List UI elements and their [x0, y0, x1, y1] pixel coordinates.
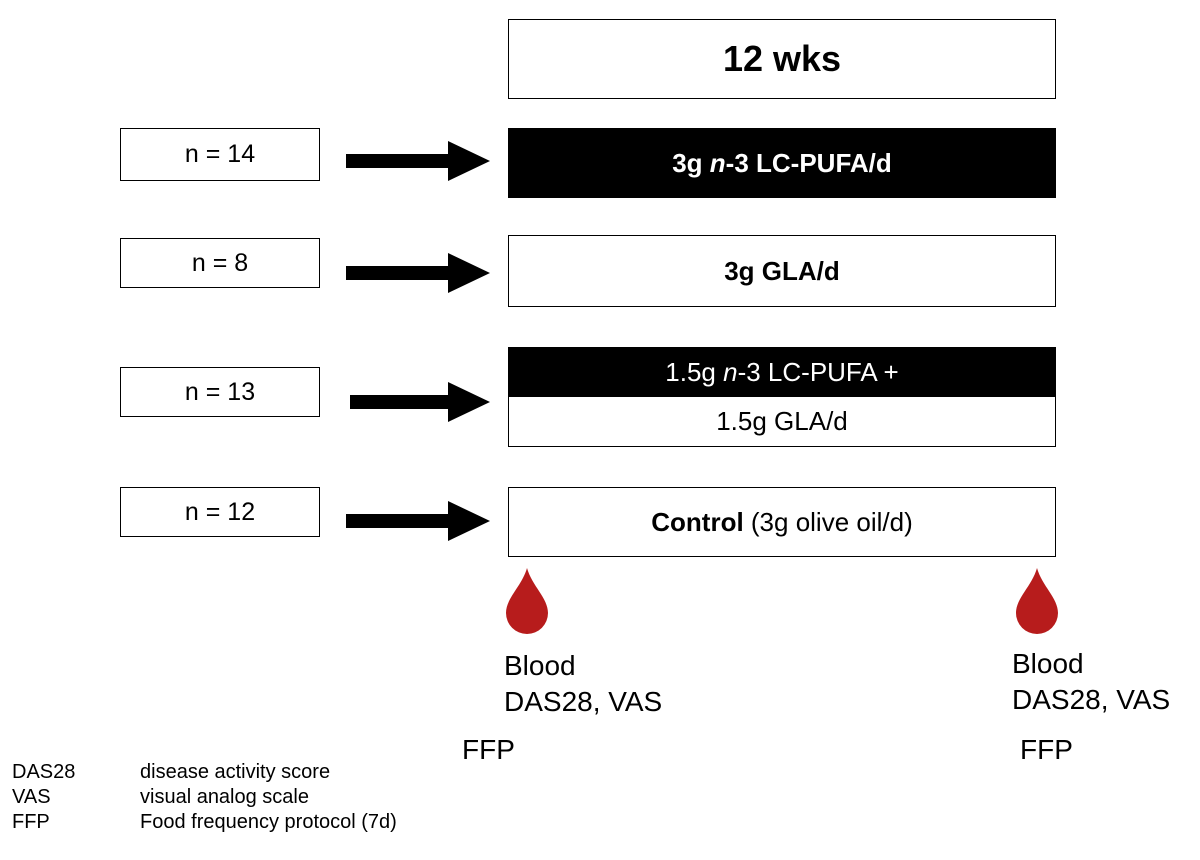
group-3-treatment-top: 1.5g n-3 LC-PUFA + [509, 348, 1055, 397]
group-2-n-box: n = 8 [120, 238, 320, 288]
group-1-n-box: n = 14 [120, 128, 320, 181]
duration-box: 12 wks [508, 19, 1056, 99]
blood-drop-icon [1016, 568, 1058, 634]
timepoint-2-measures: Blood DAS28, VAS [1012, 648, 1171, 715]
arrow-right-icon [346, 141, 490, 181]
duration-label: 12 wks [722, 38, 842, 79]
arrow-right-icon [346, 253, 490, 293]
timepoint-2-ffp: FFP [1020, 734, 1073, 765]
group-4-n-box: n = 12 [120, 487, 320, 537]
group-3-treatment: 1.5g n-3 LC-PUFA + 1.5g GLA/d [508, 347, 1056, 447]
group-3-n-box: n = 13 [120, 367, 320, 417]
group-3-treatment-bottom: 1.5g GLA/d [716, 406, 848, 436]
timepoint-1-ffp: FFP [462, 734, 515, 765]
group-4-n: n = 12 [184, 497, 256, 526]
group-1-n: n = 14 [184, 140, 256, 168]
group-2-n: n = 8 [191, 248, 249, 277]
arrow-right-icon [346, 501, 490, 541]
arrow-right-icon [350, 382, 490, 422]
group-4-treatment: Control (3g olive oil/d) [508, 487, 1056, 557]
blood-drop-icon [506, 568, 548, 634]
group-2-treatment: 3g GLA/d [508, 235, 1056, 307]
timepoint-1-measures: Blood DAS28, VAS [504, 650, 663, 717]
group-3-n: n = 13 [184, 377, 256, 406]
group-2-treatment-label: 3g GLA/d [724, 255, 840, 286]
group-1-treatment: 3g n-3 LC-PUFA/d [508, 128, 1056, 198]
